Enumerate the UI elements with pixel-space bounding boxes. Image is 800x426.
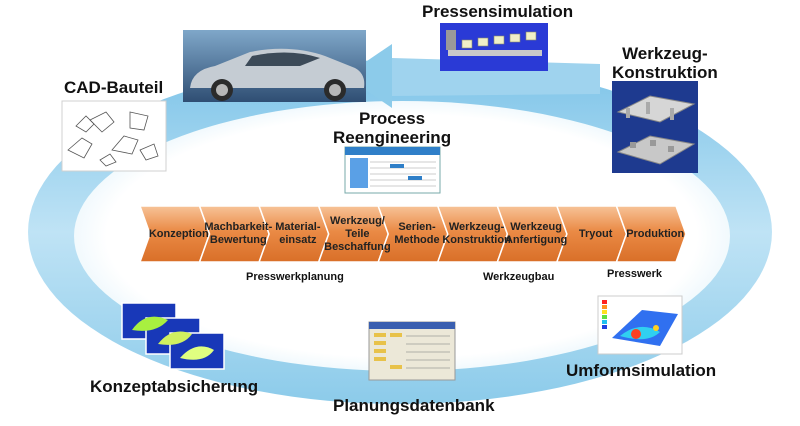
phase-werkzeugbau: Werkzeugbau: [483, 271, 555, 283]
umformsimulation-image: [597, 295, 683, 355]
process-chain-arrows: [138, 205, 687, 263]
process-reengineering-image: [344, 146, 441, 194]
label-werkzeug-konstruktion-line2: Konstruktion: [612, 63, 718, 82]
label-konzeptabsicherung: Konzeptabsicherung: [90, 377, 259, 396]
process-step-label: Konzeption: [148, 227, 209, 240]
label-werkzeug-konstruktion: Werkzeug- Konstruktion: [612, 44, 718, 82]
label-process-reengineering-line1: Process: [358, 109, 426, 128]
process-step-label: Werkzeug/ Teile Beschaffung: [324, 214, 391, 253]
label-werkzeug-konstruktion-line1: Werkzeug-: [622, 44, 708, 63]
label-planungsdatenbank: Planungsdatenbank: [333, 396, 495, 415]
process-step-arrow: [615, 205, 687, 263]
cad-bauteil-image: [61, 100, 167, 172]
label-umformsimulation: Umformsimulation: [566, 361, 717, 380]
planungsdatenbank-image: [368, 321, 456, 381]
phase-presswerk: Presswerk: [607, 268, 663, 280]
process-step-label: Produktion: [626, 227, 685, 240]
process-step-label: Serien- Methode: [394, 221, 440, 246]
process-step-label: Werkzeug Anfertigung: [504, 221, 568, 246]
car-image: [183, 30, 366, 102]
process-step-label: Machbarkeit- Bewertung: [204, 221, 273, 246]
process-step-label: Material- einsatz: [275, 221, 321, 246]
pressensimulation-image: [440, 23, 548, 71]
cycle-arrow-head: [345, 44, 392, 108]
process-step-label: Werkzeug- Konstruktion: [442, 221, 511, 246]
phase-presswerkplanung: Presswerkplanung: [246, 271, 344, 283]
label-process-reengineering: Process Reengineering: [333, 109, 451, 147]
label-pressensimulation: Pressensimulation: [422, 2, 574, 21]
label-process-reengineering-line2: Reengineering: [333, 128, 452, 147]
process-step-label: Tryout: [578, 227, 613, 240]
werkzeug-konstruktion-image: [612, 81, 698, 173]
konzeptabsicherung-image: [121, 302, 225, 370]
label-cad-bauteil: CAD-Bauteil: [64, 78, 164, 97]
